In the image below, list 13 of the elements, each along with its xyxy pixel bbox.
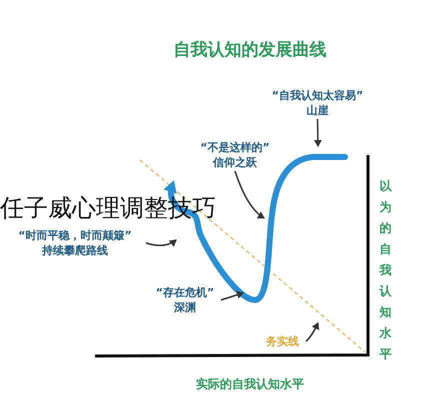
leader-arrow — [314, 118, 322, 147]
callout-text: 务实线 — [260, 334, 305, 349]
leader-arrow — [305, 322, 320, 342]
x-axis-label: 实际的自我认知水平 — [195, 376, 305, 393]
callout-text: “存在危机” 深渊 — [150, 285, 220, 315]
chart-title: 自我认知的发展曲线 — [172, 39, 328, 61]
callout-text: “不是这样的” 信仰之跃 — [190, 140, 280, 170]
y-axis-label: 以为的自我认知水平 — [379, 178, 392, 363]
leader-arrow — [234, 170, 265, 219]
callout-text: “时而平稳，时而颠簸” 持续攀爬路线 — [5, 228, 145, 258]
leader-arrow — [146, 239, 177, 247]
callout-text: “自我认知太容易” 山崖 — [260, 88, 375, 118]
leader-arrow — [220, 291, 244, 301]
